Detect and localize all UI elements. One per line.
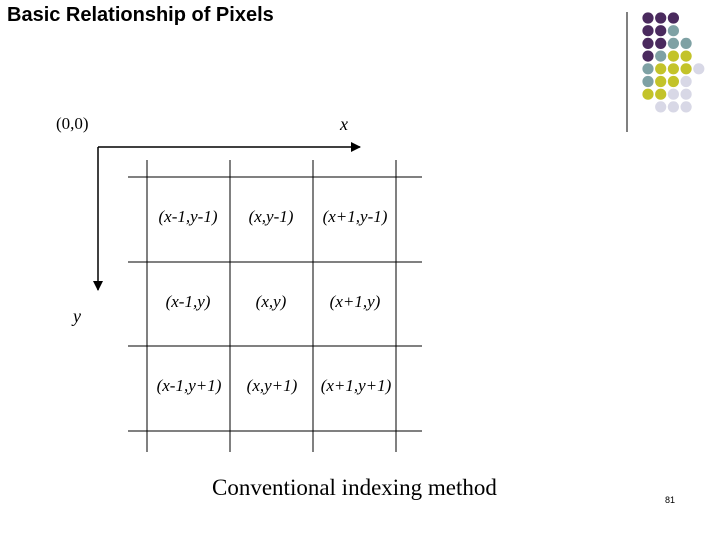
x-axis-label: x (340, 114, 348, 134)
decorative-dot (655, 25, 667, 37)
decorative-dot (642, 50, 654, 62)
decorative-dot (655, 88, 667, 100)
slide-title: Basic Relationship of Pixels (7, 4, 274, 26)
decorative-dot (642, 63, 654, 75)
decorative-dot-cluster (626, 12, 705, 132)
cell-top-center: (x,y-1) (248, 207, 294, 226)
decorative-dot (642, 12, 654, 24)
cell-bottom-left: (x-1,y+1) (156, 376, 222, 395)
decorative-dot (667, 63, 680, 75)
decorative-dot (680, 75, 692, 88)
decorative-dot (667, 75, 680, 88)
origin-label: (0,0) (56, 114, 89, 133)
decorative-dot (642, 75, 654, 88)
decorative-dot (680, 37, 692, 50)
cell-top-left: (x-1,y-1) (158, 207, 218, 226)
y-axis-label: y (73, 306, 81, 326)
cell-top-right: (x+1,y-1) (322, 207, 388, 226)
cell-center: (x,y) (255, 292, 287, 311)
decorative-dot (655, 75, 667, 88)
decorative-dot (667, 101, 680, 113)
decorative-dot (680, 101, 692, 113)
decorative-dot (680, 63, 692, 75)
page-number: 81 (665, 495, 676, 505)
decorative-dot (655, 50, 667, 62)
grid-lines (128, 160, 422, 452)
decorative-dot (680, 50, 692, 62)
decorative-dot (667, 88, 680, 100)
decorative-dot (655, 101, 667, 113)
cell-bottom-right: (x+1,y+1) (320, 376, 392, 395)
decorative-dot (667, 37, 680, 50)
decorative-dot (642, 37, 654, 50)
decorative-dot (655, 37, 667, 50)
decorative-dot (642, 25, 654, 37)
decorative-dot (667, 12, 680, 24)
decorative-dot (655, 12, 667, 24)
decorative-dot (693, 63, 705, 75)
decorative-dot (680, 88, 692, 100)
cell-bottom-center: (x,y+1) (246, 376, 298, 395)
decorative-dot (655, 63, 667, 75)
decorative-dot (667, 50, 680, 62)
decorative-dot (642, 88, 654, 100)
decorative-dot (667, 25, 680, 37)
caption: Conventional indexing method (212, 475, 497, 500)
cell-middle-right: (x+1,y) (329, 292, 381, 311)
cell-middle-left: (x-1,y) (165, 292, 211, 311)
